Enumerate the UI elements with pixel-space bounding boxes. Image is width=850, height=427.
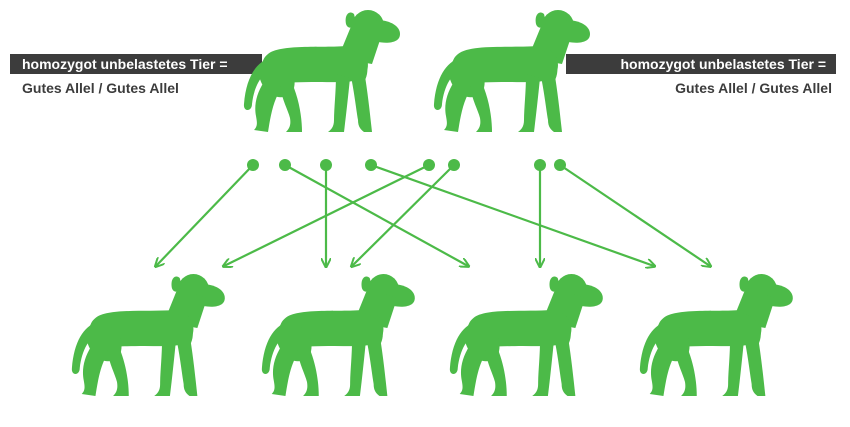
inheritance-arrow — [559, 164, 710, 266]
dog-silhouette-icon — [261, 274, 415, 396]
inheritance-arrow — [370, 163, 654, 266]
dog-silhouette-icon — [639, 274, 793, 396]
inheritance-arrow — [156, 164, 254, 266]
dog-silhouette-icon — [449, 274, 603, 396]
left-parent-status-label: homozygot unbelastetes Tier = — [10, 54, 262, 74]
inheritance-arrows — [156, 163, 710, 266]
right-parent-status-label: homozygot unbelastetes Tier = — [566, 54, 836, 74]
left-parent-allele-label: Gutes Allel / Gutes Allel — [22, 80, 179, 96]
inheritance-arrow — [352, 164, 455, 266]
dog-silhouette-icon — [243, 10, 400, 132]
dog-silhouette-icon — [71, 274, 225, 396]
dog-silhouette-icon — [433, 10, 590, 132]
inheritance-arrow — [284, 164, 468, 266]
right-parent-allele-label: Gutes Allel / Gutes Allel — [675, 80, 832, 96]
